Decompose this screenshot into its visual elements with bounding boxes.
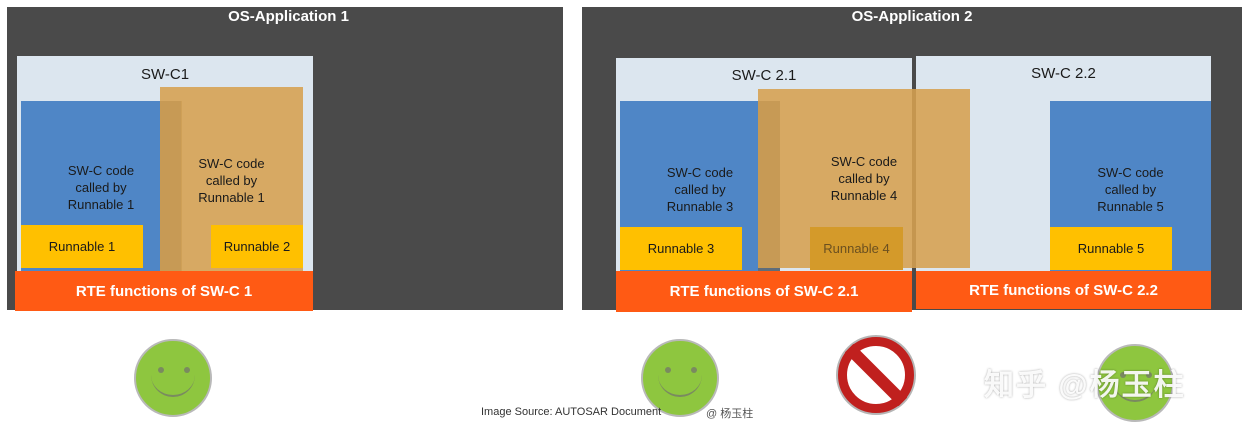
swc1-code-text-a: SW-C code called by Runnable 1 [67,163,135,212]
smiley-icon [134,339,212,417]
smiley-left-eye [158,367,164,373]
runnable4-code-text: SW-C code called by Runnable 4 [830,154,898,203]
image-source-caption: Image Source: AUTOSAR Document [481,406,662,418]
runnable-2: Runnable 2 [211,225,303,268]
runnable-3: Runnable 3 [620,227,742,270]
smiley-left-eye [665,367,671,373]
runnable-1: Runnable 1 [21,225,143,268]
swc1-code-text-b: SW-C code called by Runnable 1 [198,156,265,205]
zhihu-watermark: 知乎 @杨玉柱 [984,369,1186,402]
rte-swc22: RTE functions of SW-C 2.2 [916,271,1211,309]
runnable-5: Runnable 5 [1050,227,1172,270]
author-credit: @ 杨玉柱 [706,408,754,420]
smiley-right-eye [1146,372,1152,378]
smiley-mouth [151,375,195,397]
swc22-title: SW-C 2.2 [1031,65,1096,82]
os-application-2-title: OS-Application 2 [851,8,973,25]
smiley-left-eye [1120,372,1126,378]
no-entry-icon [838,337,914,413]
rte-swc1: RTE functions of SW-C 1 [15,271,313,311]
smiley-icon [641,339,719,417]
rte-swc21: RTE functions of SW-C 2.1 [616,271,912,312]
runnable-4: Runnable 4 [810,227,903,270]
smiley-right-eye [691,367,697,373]
smiley-mouth [1113,380,1157,402]
smiley-icon [1096,344,1174,422]
swc22-code-text: SW-C code called by Runnable 5 [1097,165,1164,214]
swc1-title: SW-C1 [140,66,190,83]
no-entry-bar [844,343,908,407]
smiley-mouth [658,375,702,397]
swc21-code-text: SW-C code called by Runnable 3 [666,165,734,214]
smiley-right-eye [184,367,190,373]
swc21-title: SW-C 2.1 [731,67,797,84]
os-application-1-title: OS-Application 1 [228,8,349,25]
